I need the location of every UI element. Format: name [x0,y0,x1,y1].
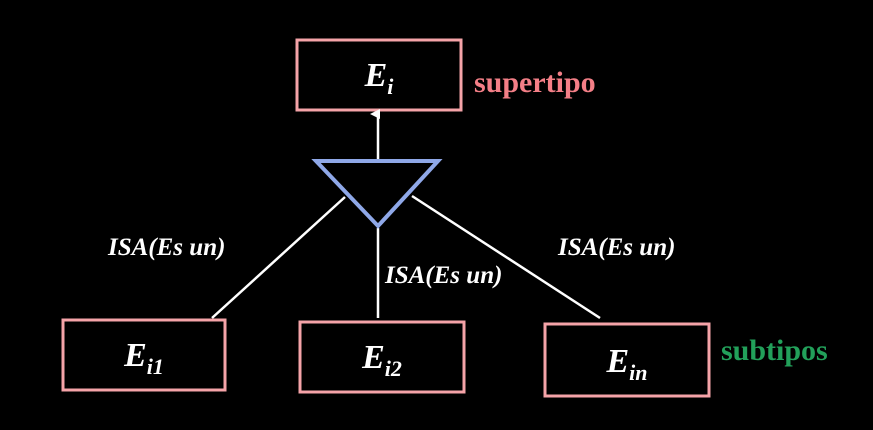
isa-triangle[interactable] [311,159,443,229]
subtype-entity-2[interactable]: Ei2 [298,320,466,394]
subtype-entity-1[interactable]: Ei1 [61,318,227,392]
isa-label-right: ISA(Es un) [557,234,675,261]
subtype-name-2: Ei2 [361,339,402,381]
supertype-entity[interactable]: Ei [295,38,463,112]
isa-label-center: ISA(Es un) [384,262,502,289]
connector-subtype-3 [411,194,601,320]
isa-label-left: ISA(Es un) [107,234,225,261]
supertype-name: Ei [364,57,395,99]
supertype-role-label: supertipo [474,66,596,99]
connector-subtype-1 [211,196,346,319]
subtype-box-1 [61,318,227,392]
supertype-box [295,38,463,112]
subtype-name-1: Ei1 [123,337,164,379]
subtype-box-2 [298,320,466,394]
subtypes-role-label: subtipos [721,334,828,367]
subtype-entity-3[interactable]: Ein [543,322,711,398]
subtype-name-3: Ein [605,343,647,385]
subtype-box-3 [543,322,711,398]
